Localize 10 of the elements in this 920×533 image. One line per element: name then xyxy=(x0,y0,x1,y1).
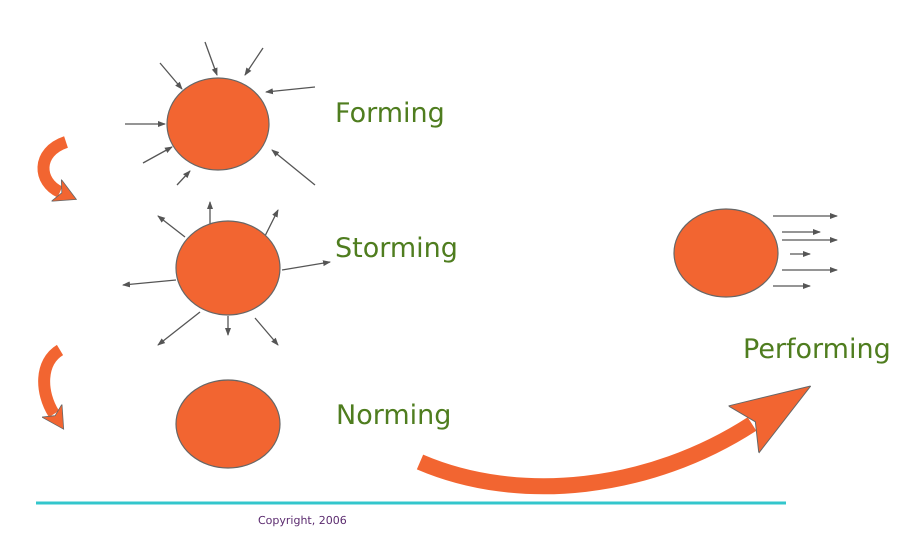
stage-circle xyxy=(166,77,270,171)
stage-circle xyxy=(175,379,281,469)
curved-arrow xyxy=(417,388,813,494)
stage-circle xyxy=(673,208,779,298)
copyright-note: Copyright, 2006 xyxy=(258,514,347,527)
stage-label: Storming xyxy=(335,233,458,264)
stage-label: Performing xyxy=(743,334,891,365)
stage-circle xyxy=(175,220,281,316)
stage-label: Norming xyxy=(336,400,452,431)
stage-label: Forming xyxy=(335,98,445,129)
